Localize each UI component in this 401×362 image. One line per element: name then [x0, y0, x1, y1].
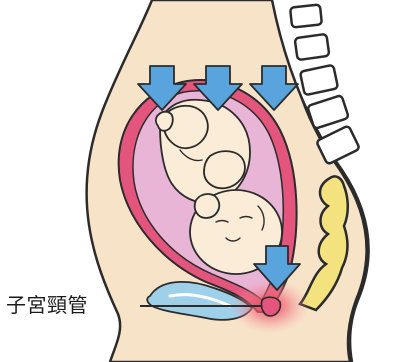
arrow-down-icon: [193, 65, 243, 111]
arrow-down-icon: [137, 65, 187, 111]
arrow-down-icon: [253, 245, 301, 291]
pressure-arrows: [137, 65, 301, 291]
fetus: [155, 98, 283, 275]
cervix: [260, 296, 282, 317]
arrow-down-icon: [249, 65, 299, 111]
fetus-face: [179, 149, 265, 242]
cervix-label: 子宮頸管: [6, 293, 88, 317]
vertebrae: [289, 3, 360, 165]
